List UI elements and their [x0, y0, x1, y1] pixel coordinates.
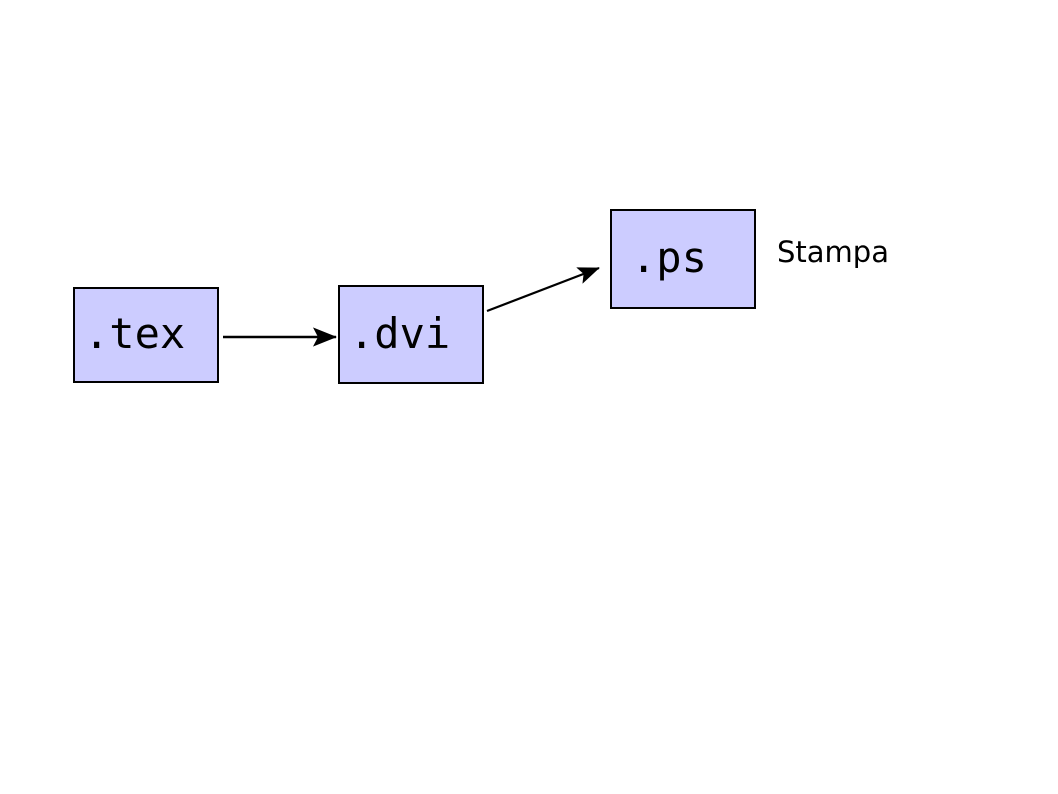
- node-ps[interactable]: .ps: [610, 209, 756, 309]
- node-dvi-label: .dvi: [349, 308, 451, 358]
- node-tex-label: .tex: [84, 309, 186, 358]
- edge-dvi-to-ps: [486, 266, 600, 313]
- node-ps-label: .ps: [631, 233, 707, 282]
- node-tex[interactable]: .tex: [73, 287, 219, 383]
- annotation-stampa: Stampa: [777, 235, 889, 269]
- node-dvi[interactable]: .dvi: [338, 285, 484, 384]
